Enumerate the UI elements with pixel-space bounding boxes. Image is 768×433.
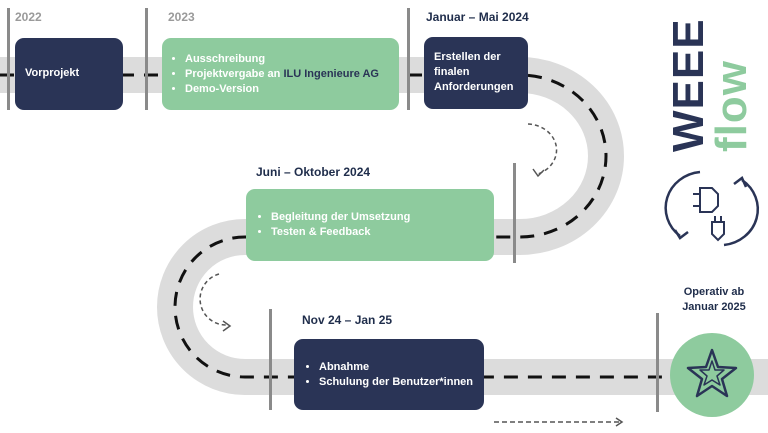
label-2022: 2022 bbox=[15, 10, 42, 24]
box-anforderungen: Erstellen der finalen Anforderungen bbox=[424, 37, 528, 109]
logo-flow: flow bbox=[707, 60, 756, 152]
label-operativ-line2: Januar 2025 bbox=[682, 301, 746, 313]
box-vorprojekt-text: Vorprojekt bbox=[25, 67, 80, 79]
star-icon bbox=[686, 348, 738, 398]
box-vorprojekt: Vorprojekt bbox=[15, 38, 123, 110]
logo-weee: WEEE bbox=[664, 18, 713, 152]
box-2023: Ausschreibung Projektvergabe an ILU Inge… bbox=[162, 38, 399, 110]
box-2023-item-1: Ausschreibung bbox=[185, 52, 399, 67]
box-abnahme-item-2: Schulung der Benutzer*innen bbox=[319, 375, 484, 390]
milestone-post-2024a bbox=[407, 8, 410, 110]
road-centre-line bbox=[0, 73, 690, 379]
plug-recycle-icon bbox=[664, 170, 760, 247]
milestone-post-final bbox=[656, 313, 659, 412]
direction-arrow-3-head bbox=[615, 417, 624, 427]
milestone-post-2425 bbox=[269, 309, 272, 410]
milestone-post-2024b bbox=[513, 163, 516, 263]
label-operativ-line1: Operativ ab bbox=[683, 286, 745, 298]
label-2023: 2023 bbox=[168, 10, 195, 24]
label-operativ: Operativ ab Januar 2025 bbox=[666, 285, 762, 315]
box-2023-item-2-text: Projektvergabe an bbox=[185, 68, 284, 80]
box-2023-item-2: Projektvergabe an ILU Ingenieure AG bbox=[185, 67, 399, 82]
final-milestone-circle bbox=[670, 333, 754, 417]
box-umsetzung: Begleitung der Umsetzung Testen & Feedba… bbox=[246, 189, 494, 261]
box-anforderungen-line-2: finalen bbox=[434, 66, 470, 78]
direction-arrow-2-head bbox=[222, 320, 232, 332]
box-2023-item-3: Demo-Version bbox=[185, 82, 399, 97]
milestone-post-2023 bbox=[145, 8, 148, 110]
box-2023-item-2-company: ILU Ingenieure AG bbox=[283, 68, 379, 80]
box-abnahme-item-1: Abnahme bbox=[319, 360, 484, 375]
box-umsetzung-item-2: Testen & Feedback bbox=[271, 225, 494, 240]
milestone-post-2022 bbox=[7, 8, 10, 110]
direction-arrow-1 bbox=[527, 123, 558, 175]
box-anforderungen-line-1: Erstellen der bbox=[434, 51, 501, 63]
label-jan-mai-2024: Januar – Mai 2024 bbox=[426, 10, 529, 24]
direction-arrow-1-head bbox=[532, 168, 545, 178]
label-jun-okt-2024: Juni – Oktober 2024 bbox=[256, 165, 371, 179]
label-nov24-jan25: Nov 24 – Jan 25 bbox=[302, 313, 393, 327]
box-abnahme: Abnahme Schulung der Benutzer*innen bbox=[294, 339, 484, 410]
box-anforderungen-line-3: Anforderungen bbox=[434, 81, 514, 93]
star-icon-inner bbox=[699, 360, 725, 386]
box-umsetzung-item-1: Begleitung der Umsetzung bbox=[271, 210, 494, 225]
direction-arrow-2 bbox=[199, 273, 228, 326]
